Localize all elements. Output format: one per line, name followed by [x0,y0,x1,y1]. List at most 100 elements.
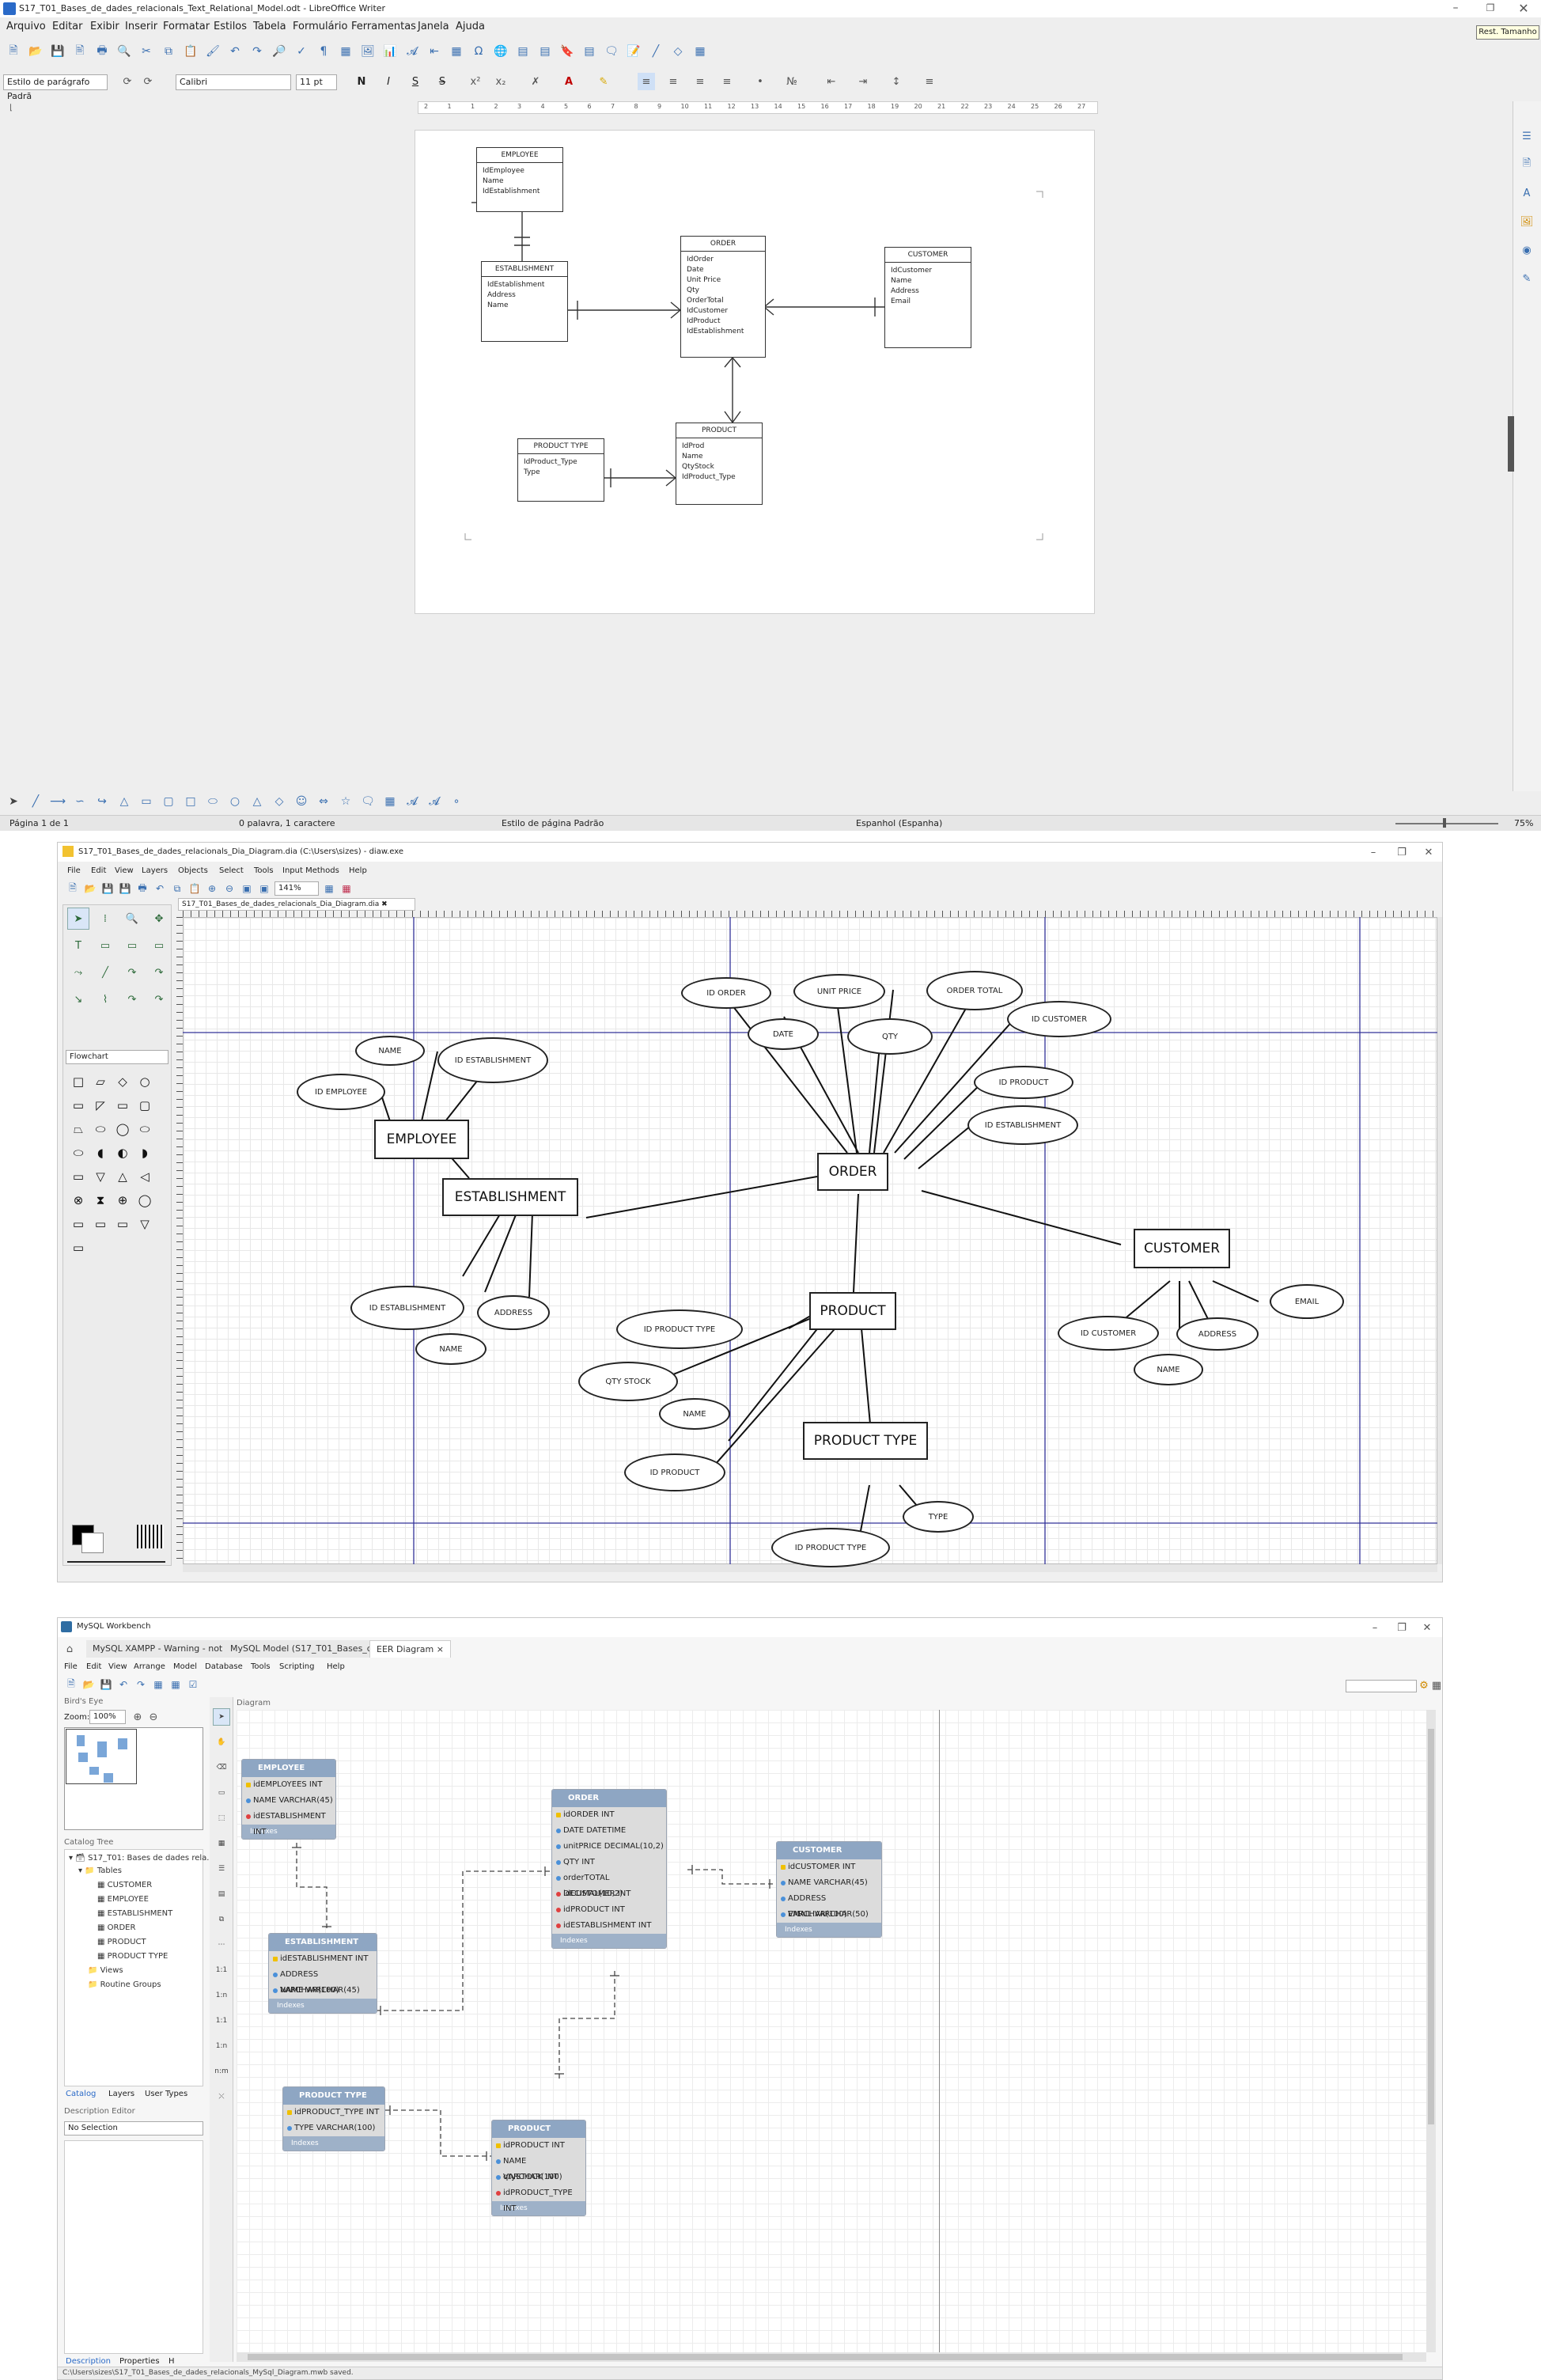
draw-functions-icon[interactable]: ▦ [695,45,706,58]
er-order[interactable]: ORDER IdOrder Date Unit Price Qty OrderT… [680,236,766,358]
ellipse-icon[interactable]: ⬭ [208,795,218,808]
dia-flowchart-shape-icon[interactable]: ⬭ [95,1122,106,1136]
dia-tool-image-icon[interactable]: ↷ [154,993,164,1006]
dia-flowchart-shape-icon[interactable]: ⏢ [73,1122,83,1136]
tree-table-order[interactable]: ▦ ORDER [97,1923,136,1932]
wb-tool-rel-1-1-id-icon[interactable]: 1:1 [215,2017,228,2025]
tree-table-establishment[interactable]: ▦ ESTABLISHMENT [97,1909,173,1918]
wb-open-icon[interactable]: 📂 [82,1679,95,1690]
eer-establishment-indexes[interactable]: Indexes [269,1999,377,2013]
print-preview-icon[interactable]: 🔍 [117,45,131,58]
wb-close-icon[interactable]: ✕ [1422,1621,1432,1634]
basic-shapes-icon[interactable]: ◇ [673,45,683,58]
eer-order-col-6[interactable]: idCUSTOMER INT [552,1886,666,1902]
clone-format-icon[interactable]: 🖌 [206,45,220,58]
bookmark-icon[interactable]: 🔖 [560,45,574,58]
eer-product-col-4[interactable]: idPRODUCT_TYPE INT [492,2185,585,2213]
eer-employee-col-1[interactable]: idEMPLOYEES INT [242,1777,335,1793]
print-icon[interactable]: 🖶 [97,44,108,57]
cut-icon[interactable]: ✂ [142,45,151,58]
dia-tool-bezier-icon[interactable]: ↷ [154,966,164,979]
wb-save-icon[interactable]: 💾 [100,1679,112,1690]
dia-flowchart-shape-icon[interactable]: ▭ [116,1098,129,1112]
menu-exibir[interactable]: Exibir [90,21,119,32]
eer-hscroll-thumb[interactable] [248,2354,1403,2360]
wb-tool-pointer-icon[interactable]: ➤ [213,1708,230,1726]
dia-tool-text-icon[interactable]: T [75,939,81,952]
eer-vscroll-thumb[interactable] [1428,1729,1434,2124]
tree-table-customer[interactable]: ▦ CUSTOMER [97,1881,153,1889]
dia-tool-box-icon[interactable]: ▭ [100,939,111,952]
eer-order-col-8[interactable]: idESTABLISHMENT INT [552,1918,666,1934]
eer-table-customer[interactable]: CUSTOMER idCUSTOMER INT NAME VARCHAR(45)… [776,1841,882,1938]
dia-flowchart-shape-icon[interactable]: ⬭ [139,1122,150,1136]
menu-inserir[interactable]: Inserir [125,21,158,32]
dia-entity-product-type[interactable]: PRODUCT TYPE [803,1422,928,1460]
wb-search-icon[interactable]: ⚙ [1419,1679,1429,1692]
dia-tab[interactable]: S17_T01_Bases_de_dades_relacionals_Dia_D… [178,898,415,911]
highlight-icon[interactable]: ✎ [599,75,608,88]
superscript-icon[interactable]: x² [470,75,481,88]
tab-xampp[interactable]: MySQL XAMPP - Warning - not su... × [86,1640,260,1658]
eer-canvas[interactable] [237,1710,1426,2352]
dia-entity-customer[interactable]: CUSTOMER [1134,1229,1230,1268]
wb-menu-model[interactable]: Model [173,1662,198,1671]
dia-flowchart-shape-icon[interactable]: ◸ [96,1098,105,1112]
dia-menu-edit[interactable]: Edit [91,866,107,875]
wb-tool-eraser-icon[interactable]: ⌫ [216,1764,227,1772]
dia-entity-product[interactable]: PRODUCT [809,1292,896,1330]
dia-menu-objects[interactable]: Objects [178,866,208,875]
track-changes-icon[interactable]: 📝 [627,45,641,58]
eer-product-indexes[interactable]: Indexes [492,2201,585,2215]
triangle-icon[interactable]: △ [252,795,262,808]
copy-icon[interactable]: ⧉ [165,45,172,58]
eer-product-col-2[interactable]: NAME VARCHAR(100) [492,2154,585,2181]
wb-menu-scripting[interactable]: Scripting [279,1662,315,1671]
zoom-slider[interactable] [1395,823,1498,824]
left-tab-user-types[interactable]: User Types [145,2090,188,2098]
menu-tabela[interactable]: Tabela [253,21,286,32]
callout-icon[interactable]: 🗨 [361,795,375,808]
dia-tool-ellipse-tool-icon[interactable]: ▭ [127,939,138,952]
save-icon[interactable]: 💾 [51,45,65,58]
dia-attr-ord-id[interactable]: ID ORDER [681,977,771,1009]
dia-saveas-icon[interactable]: 💾 [119,883,131,894]
wb-tool-view-icon[interactable]: ▤ [218,1890,225,1898]
align-left-icon[interactable]: ≡ [638,73,655,90]
dia-line-width[interactable] [137,1525,164,1548]
eer-customer-col-1[interactable]: idCUSTOMER INT [777,1859,881,1875]
comment-icon[interactable]: 🗨 [604,45,619,58]
tree-schema[interactable]: ▾ 🗃 S17_T01: Bases de dades rela... [69,1854,214,1863]
dia-attr-pro-id[interactable]: ID PRODUCT [624,1453,725,1491]
eer-table-product[interactable]: PRODUCT idPRODUCT INT NAME VARCHAR(100) … [491,2120,586,2216]
footnote-icon[interactable]: ▤ [517,45,528,58]
align-right-icon[interactable]: ≡ [695,75,705,88]
dia-attr-est-id[interactable]: ID ESTABLISHMENT [350,1286,464,1330]
bullets-icon[interactable]: • [757,75,763,88]
wb-new-icon[interactable]: 🗎 [67,1677,75,1689]
dia-attr-pro-name[interactable]: NAME [659,1398,730,1430]
dia-snap-icon[interactable]: ▦ [324,883,334,894]
birds-eye-view[interactable] [64,1727,203,1830]
menu-editar[interactable]: Editar [52,21,83,32]
dia-attr-cus-email[interactable]: EMAIL [1270,1284,1344,1319]
dia-flowchart-shape-icon[interactable]: ▽ [140,1217,150,1231]
indent-increase-icon[interactable]: ⇥ [858,75,868,88]
wb-zoom-combo[interactable]: 100% [89,1710,126,1724]
desc-tab-history[interactable]: H [168,2357,175,2366]
dia-attr-est-name[interactable]: NAME [415,1333,487,1365]
menu-formulario[interactable]: Formulário [293,21,348,32]
line-icon[interactable]: ╱ [652,45,660,58]
dia-tool-arc-icon[interactable]: ↷ [127,966,137,979]
dia-open-icon[interactable]: 📂 [84,883,97,894]
dia-entity-employee[interactable]: EMPLOYEE [374,1120,469,1159]
dia-flowchart-shape-icon[interactable]: ▭ [72,1098,85,1112]
horizontal-ruler[interactable] [418,101,1098,114]
tab-stop-icon[interactable]: ⌊ [9,103,13,112]
rounded-rectangle-icon[interactable]: ▢ [163,795,174,808]
wb-zoom-out-icon[interactable]: ⊖ [149,1711,158,1723]
dia-attr-ord-unit-price[interactable]: UNIT PRICE [793,974,885,1009]
page-icon[interactable]: 🗎 [1522,157,1532,169]
dia-undo-icon[interactable]: ↶ [155,883,165,894]
dia-flowchart-shape-icon[interactable]: ◯ [115,1122,130,1136]
